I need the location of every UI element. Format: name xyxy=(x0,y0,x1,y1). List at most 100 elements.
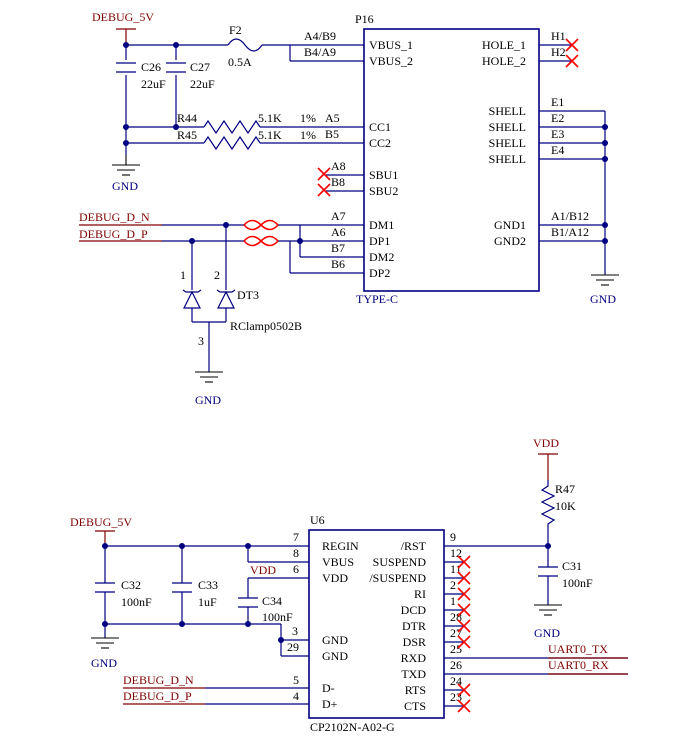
pin-name: DM1 xyxy=(369,218,394,232)
pin-name: VDD xyxy=(322,571,348,585)
tvs-ref: DT3 xyxy=(237,288,259,302)
pin-num: B4/A9 xyxy=(304,45,336,59)
net-label-uart0-tx: UART0_TX xyxy=(548,642,608,656)
cap-value: 100nF xyxy=(121,595,152,609)
gnd-label: GND xyxy=(91,656,117,670)
pin-num: 2 xyxy=(450,578,456,592)
res-value: 10K xyxy=(555,499,576,513)
pin-num: A6 xyxy=(331,225,346,239)
cap-value: 1uF xyxy=(198,595,217,609)
pin-num: 11 xyxy=(450,562,462,576)
fuse-symbol xyxy=(227,38,263,52)
junction xyxy=(278,637,284,643)
pin-name: CTS xyxy=(404,699,426,713)
tvs-part: RClamp0502B xyxy=(230,319,302,333)
net-label-vdd: VDD xyxy=(250,563,276,577)
pin-num: E1 xyxy=(551,95,564,109)
pin-name: DP2 xyxy=(369,266,390,280)
res-tolerance: 1% xyxy=(300,128,316,142)
pin-name: CC1 xyxy=(369,120,391,134)
pin-name: DCD xyxy=(401,603,427,617)
pin-name: SHELL xyxy=(489,120,526,134)
pin-num: 1 xyxy=(450,594,456,608)
pin-num: B7 xyxy=(331,241,345,255)
capacitor-symbol xyxy=(538,546,558,605)
usb-c-section: P16 TYPE-C A4/B9 B4/A9 A5 B5 A8 B8 A7 A6… xyxy=(79,10,619,407)
tvs-pin: 3 xyxy=(198,334,204,348)
connector-ref: P16 xyxy=(355,12,374,26)
pin-name: VBUS_2 xyxy=(369,54,413,68)
cap-ref: C33 xyxy=(198,578,218,592)
pin-name: GND1 xyxy=(494,218,526,232)
connector-type: TYPE-C xyxy=(356,292,398,306)
res-value: 5.1K xyxy=(258,128,282,142)
cap-ref: C31 xyxy=(562,559,582,573)
junctions xyxy=(123,42,179,146)
res-ref: R44 xyxy=(177,111,197,125)
pin-name: GND xyxy=(322,649,348,663)
pin-num: 25 xyxy=(450,642,462,656)
cp2102n-body xyxy=(308,529,445,719)
pin-name: SHELL xyxy=(489,152,526,166)
resistor-symbol xyxy=(203,135,261,151)
pin-num: 6 xyxy=(293,562,299,576)
pin-name: DM2 xyxy=(369,250,394,264)
resistor-symbol xyxy=(540,480,556,546)
pin-name: SBU2 xyxy=(369,184,398,198)
pin-num: E2 xyxy=(551,111,564,125)
resistor-symbol xyxy=(203,119,261,135)
pin-name: SHELL xyxy=(489,136,526,150)
pin-num: 3 xyxy=(292,624,298,638)
tvs-pin: 2 xyxy=(214,268,220,282)
pin-name: RTS xyxy=(405,683,426,697)
res-ref: R45 xyxy=(177,128,197,142)
pin-num: B1/A12 xyxy=(551,225,589,239)
pin-name: TXD xyxy=(401,667,426,681)
pin-name: REGIN xyxy=(322,539,359,553)
pin-num: 5 xyxy=(293,673,299,687)
ground-symbol xyxy=(195,371,223,383)
net-label-vdd: VDD xyxy=(533,436,559,450)
junctions xyxy=(189,222,303,244)
tvs-pin: 1 xyxy=(180,268,186,282)
pin-num: 29 xyxy=(287,640,299,654)
capacitor-symbol xyxy=(116,62,186,73)
pin-num: 9 xyxy=(450,530,456,544)
gnd-label: GND xyxy=(195,393,221,407)
pin-num: 7 xyxy=(293,530,299,544)
ic-ref: U6 xyxy=(310,513,325,527)
no-connect-markers xyxy=(457,555,471,713)
pin-name: DTR xyxy=(402,619,426,633)
ground-symbol xyxy=(91,637,119,649)
pin-num: B5 xyxy=(325,127,339,141)
gnd-label: GND xyxy=(534,626,560,640)
junctions xyxy=(102,543,251,627)
pin-num: A8 xyxy=(331,159,346,173)
pin-name: RI xyxy=(414,587,426,601)
pin-num: 26 xyxy=(450,658,462,672)
net-label-debug-dp: DEBUG_D_P xyxy=(79,227,148,241)
res-value: 5.1K xyxy=(258,111,282,125)
net-label-uart0-rx: UART0_RX xyxy=(548,658,609,672)
pin-name: CC2 xyxy=(369,136,391,150)
no-connect-markers xyxy=(317,38,579,197)
net-label-debug-dn: DEBUG_D_N xyxy=(79,210,150,224)
tvs-diode-symbol xyxy=(182,289,236,372)
pin-name: GND2 xyxy=(494,234,526,248)
pin-name: DSR xyxy=(403,635,426,649)
pin-num: A7 xyxy=(331,209,346,223)
ground-symbol xyxy=(534,604,562,616)
shell-junctions xyxy=(602,124,608,244)
net-label-debug-5v: DEBUG_5V xyxy=(70,515,132,529)
gnd-label: GND xyxy=(112,179,138,193)
pin-name: D- xyxy=(322,681,335,695)
pin-num: E4 xyxy=(551,143,564,157)
pin-name: D+ xyxy=(322,697,338,711)
ground-symbol xyxy=(591,274,619,286)
pin-num: B6 xyxy=(331,257,345,271)
ground-symbol xyxy=(112,155,140,176)
gnd-label: GND xyxy=(590,292,616,306)
pin-name: SHELL xyxy=(489,104,526,118)
pin-name: /RST xyxy=(401,539,427,553)
usb-c-connector-body xyxy=(363,28,540,292)
